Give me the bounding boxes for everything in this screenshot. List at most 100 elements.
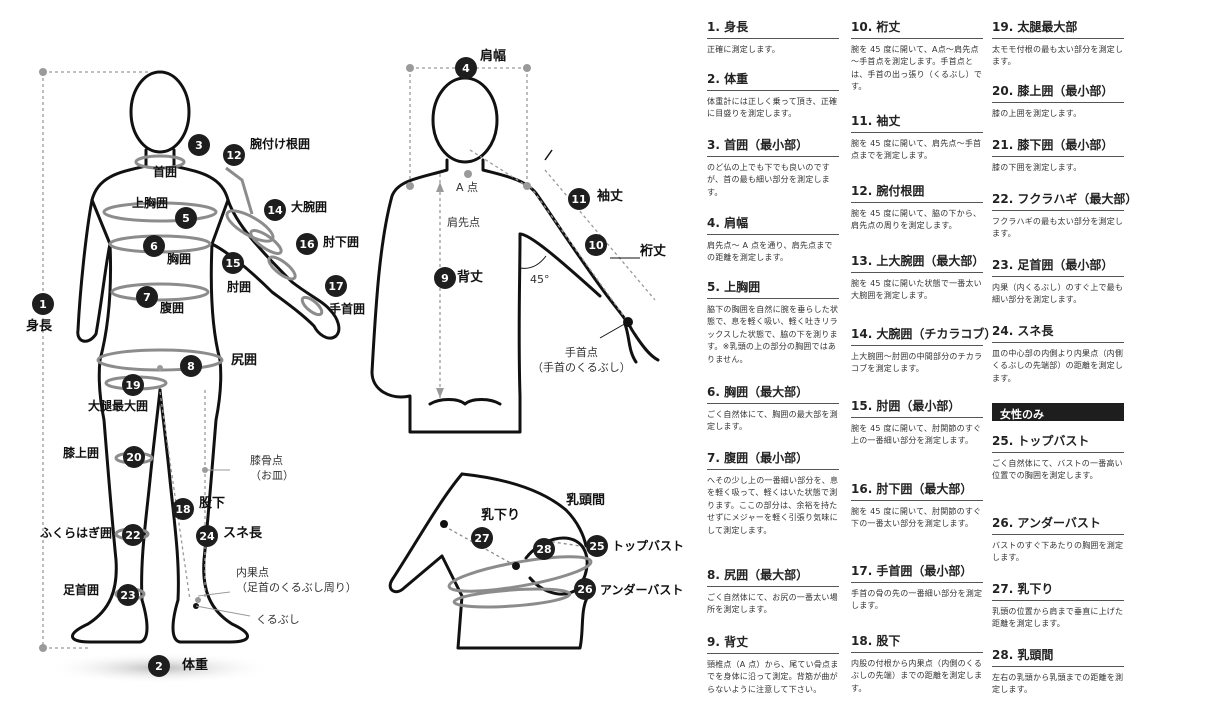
- entry-title: 1. 身長: [707, 18, 839, 39]
- label-ankle-bone: くるぶし: [256, 613, 300, 626]
- entry-desc: へその少し上の一番細い部分を、息を軽く吸って、軽くはいた状態で測ります。ここの部…: [707, 476, 839, 535]
- badge-17: 17: [325, 275, 347, 297]
- label-top-bust: トップバスト: [612, 539, 685, 553]
- entry-28: 28. 乳頭間左右の乳頭から乳頭までの距離を測定します。: [992, 646, 1124, 697]
- badge-12: 12: [223, 144, 245, 166]
- label-nipple-distance: 乳頭間: [566, 493, 606, 508]
- back-body-outline: [370, 76, 660, 434]
- badge-22: 22: [122, 524, 144, 546]
- badge-20: 20: [123, 446, 145, 468]
- label-weight: 体重: [182, 658, 209, 673]
- label-waist: 腹囲: [160, 301, 185, 315]
- entry-title: 21. 膝下囲（最小部）: [992, 136, 1124, 157]
- label-nipple-drop: 乳下り: [481, 508, 521, 523]
- kneecap-text: 膝骨点: [250, 454, 283, 467]
- entry-desc: ごく自然体にて、バストの一番高い位置での胸囲を測定します。: [992, 459, 1123, 481]
- entry-20: 20. 膝上囲（最小部） 膝の上囲を測定します。: [992, 82, 1124, 120]
- entry-title: 27. 乳下り: [992, 580, 1124, 601]
- entry-title: 13. 上大腕囲（最大部）: [851, 252, 984, 273]
- label-hip: 尻囲: [231, 353, 258, 368]
- label-shoulder-point: 肩先点: [447, 216, 480, 229]
- label-angle: 45°: [530, 273, 550, 286]
- entry-desc: 膝の上囲を測定します。: [992, 109, 1082, 118]
- entry-title: 15. 肘囲（最小部）: [851, 397, 983, 418]
- figure-drawing: [39, 64, 660, 684]
- entry-19: 19. 太腿最大部太モモ付根の最も太い部分を測定します。: [992, 18, 1124, 69]
- entry-22: 22. フクラハギ（最大部） フクラハギの最も太い部分を測定します。: [992, 190, 1137, 241]
- label-a-point: A 点: [456, 181, 479, 194]
- badge-9: 9: [434, 267, 456, 289]
- label-shoulder-width: 肩幅: [480, 49, 507, 64]
- badge-19: 19: [122, 374, 144, 396]
- entry-title: 2. 体重: [707, 70, 839, 91]
- entry-title: 8. 尻囲（最大部）: [707, 566, 839, 587]
- wrist-point-text: 手首点: [564, 346, 598, 359]
- legend-column-3: 19. 太腿最大部太モモ付根の最も太い部分を測定します。 20. 膝上囲（最小部…: [992, 14, 1137, 714]
- entry-title: 20. 膝上囲（最小部）: [992, 82, 1124, 103]
- label-knee: 膝上囲: [63, 446, 100, 460]
- entry-title: 5. 上胸囲: [707, 278, 839, 299]
- badge-16: 16: [296, 233, 318, 255]
- badge-7: 7: [136, 286, 158, 308]
- label-upper-arm: 大腕囲: [291, 200, 328, 214]
- legend-column-2: 10. 裄丈腕を 45 度に開いて、A点～肩先点～手首点を測定します。手首点とは…: [851, 14, 996, 714]
- entry-27: 27. 乳下り乳頭の位置から肩まで垂直に上げた距離を測定します。: [992, 580, 1124, 631]
- women-only-banner: 女性のみ: [992, 403, 1124, 421]
- label-wrist: 手首囲: [329, 302, 366, 316]
- entry-title: 22. フクラハギ（最大部）: [992, 190, 1137, 211]
- entry-title: 16. 肘下囲（最大部）: [851, 480, 983, 501]
- entry-title: 28. 乳頭間: [992, 646, 1124, 667]
- entry-2: 2. 体重体重計には正しく乗って頂き、正確に目盛りを測定します。: [707, 70, 839, 121]
- badge-8: 8: [180, 355, 202, 377]
- entry-9: 9. 背丈頸椎点（A 点）から、尾てい骨点までを身体に沿って測定。背筋が曲がらな…: [707, 633, 839, 696]
- entry-desc: ごく自然体にて、胸囲の最大部を測定します。: [707, 410, 838, 432]
- entry-desc: 内股の付根から内果点（内側のくるぶしの先端）までの距離を測定します。: [851, 659, 983, 693]
- entry-3: 3. 首囲（最小部）のど仏の上でも下でも良いのですが、首の最も細い部分を測定しま…: [707, 136, 839, 199]
- malleolus-text: 内果点: [236, 566, 269, 579]
- entry-desc: 腕を 45 度に開いて、脇の下から、肩先点の周りを測定します。: [851, 209, 982, 231]
- entry-16: 16. 肘下囲（最大部）腕を 45 度に開いて、肘関節のすぐ下の一番太い部分を測…: [851, 480, 983, 531]
- entry-desc: 内果（内くるぶし）のすぐ上で最も細い部分を測定します。: [992, 283, 1124, 305]
- badge-1: 1: [32, 293, 54, 315]
- entry-title: 9. 背丈: [707, 633, 839, 654]
- badge-5: 5: [175, 207, 197, 229]
- label-sleeve: 袖丈: [597, 189, 624, 204]
- entry-23: 23. 足首囲（最小部）内果（内くるぶし）のすぐ上で最も細い部分を測定します。: [992, 256, 1124, 307]
- entry-12: 12. 腕付根囲腕を 45 度に開いて、脇の下から、肩先点の周りを測定します。: [851, 182, 983, 233]
- wrist-point-note: （手首のくるぶし）: [532, 360, 631, 374]
- kneecap-note: （お皿）: [250, 468, 294, 482]
- entry-desc: 正確に測定します。: [707, 45, 780, 54]
- entry-desc: 左右の乳頭から乳頭までの距離を測定します。: [992, 673, 1124, 695]
- entry-title: 14. 大腕囲（チカラコブ）: [851, 325, 996, 346]
- label-thigh: 大腿最大囲: [88, 399, 149, 413]
- entry-8: 8. 尻囲（最大部）ごく自然体にて、お尻の一番太い場所を測定します。: [707, 566, 839, 617]
- entry-desc: フクラハギの最も太い部分を測定します。: [992, 217, 1124, 239]
- badge-14: 14: [264, 199, 286, 221]
- entry-title: 3. 首囲（最小部）: [707, 136, 839, 157]
- label-malleolus: 内果点 （足首のくるぶし周り）: [236, 566, 357, 596]
- label-elbow: 肘囲: [227, 280, 252, 294]
- entry-title: 7. 腹囲（最小部）: [707, 449, 839, 470]
- label-wrist-point: 手首点 （手首のくるぶし）: [532, 346, 631, 376]
- label-calf: ふくらはぎ囲: [40, 526, 113, 540]
- entry-desc: 腕を 45 度に開いて、肩先点～手首点までを測定します。: [851, 139, 982, 161]
- badge-6: 6: [143, 235, 165, 257]
- entry-desc: 上大腕囲～肘囲の中間部分のチカラコブを測定します。: [851, 352, 983, 374]
- entry-desc: 手首の骨の先の一番細い部分を測定します。: [851, 589, 983, 611]
- entry-title: 17. 手首囲（最小部）: [851, 562, 983, 583]
- entry-26: 26. アンダーバストバストのすぐ下あたりの胸囲を測定します。: [992, 514, 1124, 565]
- badge-11: 11: [568, 188, 590, 210]
- entry-5: 5. 上胸囲脇下の胸囲を自然に腕を垂らした状態で、息を軽く吸い、軽く吐きリラック…: [707, 278, 839, 366]
- entry-desc: 腕を 45 度に開いて、A点～肩先点～手首点を測定します。手首点とは、手首の出っ…: [851, 45, 983, 92]
- height-line: [42, 71, 206, 649]
- entry-title: 6. 胸囲（最大部）: [707, 383, 839, 404]
- entry-title: 25. トップバスト: [992, 432, 1124, 453]
- entry-desc: 腕を 45 度に開いて、肘関節のすぐ上の一番細い部分を測定します。: [851, 424, 982, 446]
- entry-title: 12. 腕付根囲: [851, 182, 983, 203]
- female-torso-outline: [388, 472, 590, 650]
- label-forearm: 肘下囲: [323, 235, 360, 249]
- measurement-figure: 1 身長 3 首囲 5 上胸囲 6 胸囲 7 腹囲 8 尻囲 19 大腿最大囲 …: [26, 49, 685, 684]
- entry-1: 1. 身長正確に測定します。: [707, 18, 839, 56]
- female-measure-tapes: [443, 525, 593, 609]
- badge-28: 28: [533, 538, 555, 560]
